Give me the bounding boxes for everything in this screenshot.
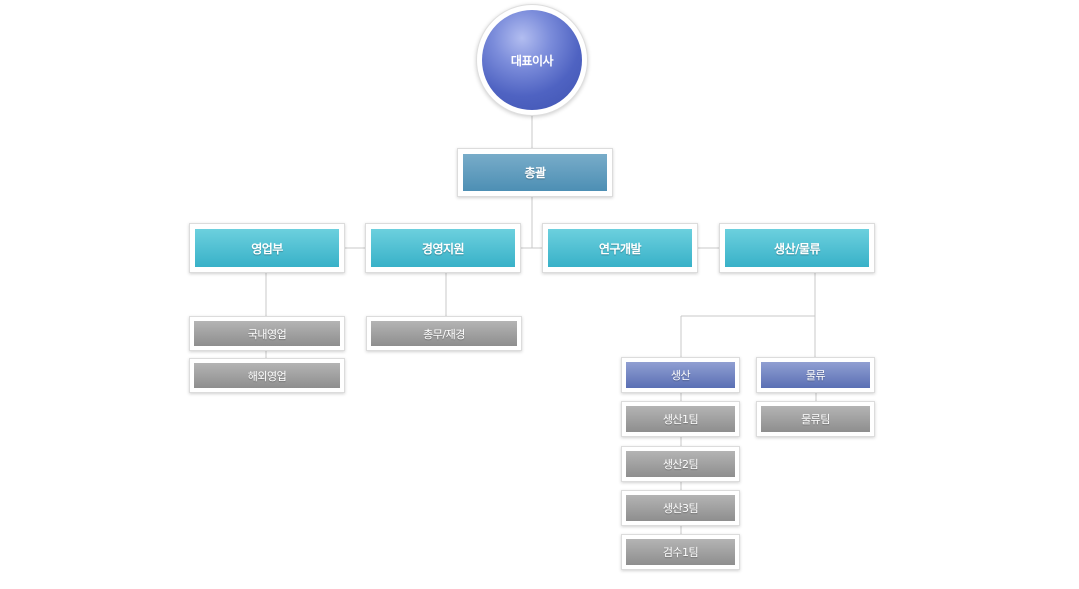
- team-production-1-label: 생산1팀: [626, 406, 735, 432]
- team-production-2-label: 생산2팀: [626, 451, 735, 477]
- ceo-node: 대표이사: [476, 4, 588, 116]
- general-manager-node: 총괄: [457, 148, 613, 197]
- general-manager-label: 총괄: [463, 154, 607, 191]
- team-logistics-label: 물류팀: [761, 406, 870, 432]
- dept-sales: 영업부: [189, 223, 345, 273]
- team-general-finance-label: 총무/재경: [371, 321, 517, 346]
- team-domestic-sales-label: 국내영업: [194, 321, 340, 346]
- group-production: 생산: [621, 357, 740, 393]
- dept-admin: 경영지원: [365, 223, 521, 273]
- team-production-1: 생산1팀: [621, 401, 740, 437]
- dept-production-logistics: 생산/물류: [719, 223, 875, 273]
- dept-rnd: 연구개발: [542, 223, 698, 273]
- team-logistics: 물류팀: [756, 401, 875, 437]
- group-logistics-label: 물류: [761, 362, 870, 388]
- team-production-3: 생산3팀: [621, 490, 740, 526]
- team-general-finance: 총무/재경: [366, 316, 522, 351]
- team-inspection-1-label: 검수1팀: [626, 539, 735, 565]
- ceo-label: 대표이사: [482, 10, 582, 110]
- dept-rnd-label: 연구개발: [548, 229, 692, 267]
- team-production-3-label: 생산3팀: [626, 495, 735, 521]
- dept-production-logistics-label: 생산/물류: [725, 229, 869, 267]
- dept-admin-label: 경영지원: [371, 229, 515, 267]
- team-production-2: 생산2팀: [621, 446, 740, 482]
- team-domestic-sales: 국내영업: [189, 316, 345, 351]
- team-overseas-sales-label: 해외영업: [194, 363, 340, 388]
- team-inspection-1: 검수1팀: [621, 534, 740, 570]
- dept-sales-label: 영업부: [195, 229, 339, 267]
- team-overseas-sales: 해외영업: [189, 358, 345, 393]
- group-logistics: 물류: [756, 357, 875, 393]
- group-production-label: 생산: [626, 362, 735, 388]
